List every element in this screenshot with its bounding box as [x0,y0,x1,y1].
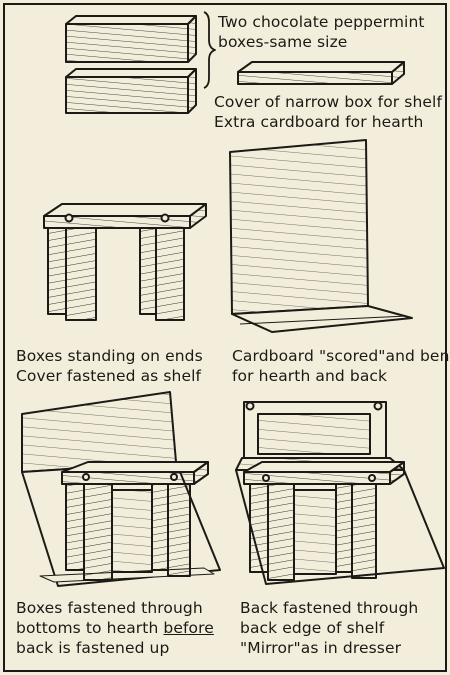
step4-caption-line2: bottoms to hearth before [16,618,214,638]
step4-assembly [21,391,221,587]
step3-cardboard [229,139,413,333]
step4-caption-line1: Boxes fastened through [16,599,203,617]
peppermint-box-top [65,15,197,63]
step2-stand [43,203,207,321]
step4-caption-before: before [163,619,214,637]
step1-boxes-label-line1: Two chocolate peppermint [218,13,425,31]
shelf-cover-board [237,61,405,85]
step3-caption-line2: for hearth and back [232,367,388,385]
step4-caption-part-a: bottoms to hearth [16,619,164,637]
step5-caption-line1: Back fastened through [240,599,419,617]
step1-boxes-label-line2: boxes-same size [218,33,348,51]
page-border [3,3,447,672]
step2-caption-line2: Cover fastened as shelf [16,367,202,385]
step3-caption-line1: Cardboard "scored"and bent [232,346,450,366]
brace [203,11,216,89]
step1-shelf-label-line1: Cover of narrow box for shelf [214,93,443,111]
step5-caption-line3: "Mirror"as in dresser [240,639,402,657]
step5-dresser [235,401,445,585]
step3-caption-scored: "scored" [318,347,386,365]
peppermint-box-bottom [65,68,197,114]
step2-caption-line1: Boxes standing on ends [16,347,203,365]
step3-caption-part-a: Cardboard [232,347,319,365]
step4-caption-line3: back is fastened up [16,639,170,657]
step3-caption-part-c: and bent [385,347,450,365]
step1-hearth-label-line2: Extra cardboard for hearth [214,113,424,131]
step5-caption-line2: back edge of shelf [240,619,385,637]
